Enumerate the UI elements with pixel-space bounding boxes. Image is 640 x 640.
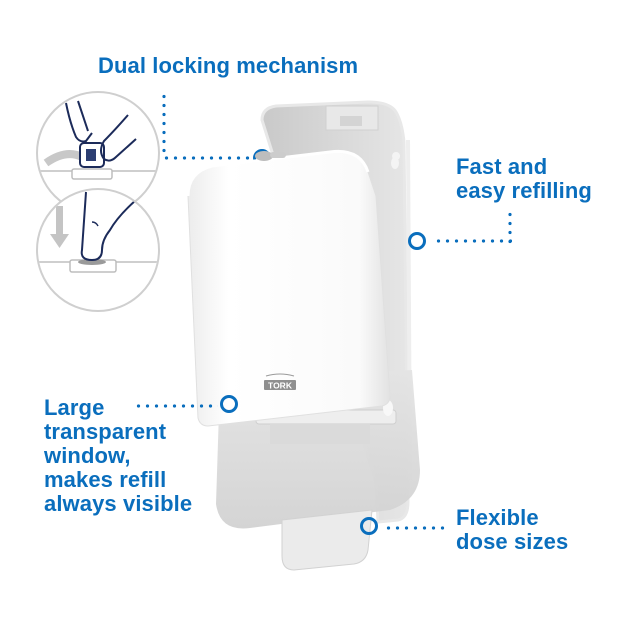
leader-line-transparent-window [134,404,218,408]
leader-line-flexible-dose [384,526,446,530]
callout-fast-refill: Fast and easy refilling [456,155,592,203]
callout-transparent-window-line1: Large [44,395,105,420]
callout-flexible-dose-line1: Flexible [456,505,539,530]
callout-transparent-window-line2: transparent [44,419,167,444]
callout-transparent-window-line4: makes refill [44,467,167,492]
callout-fast-refill-line2: easy refilling [456,178,592,203]
finger-press-icon [38,191,158,273]
brand-logo-text: TORK [268,381,293,391]
callout-fast-refill-line1: Fast and [456,154,548,179]
marker-ring-flexible-dose [360,517,378,535]
leader-line-dual-locking-horizontal [162,156,254,160]
marker-ring-transparent-window [220,395,238,413]
hand-twist-icon [38,100,158,180]
callout-flexible-dose-line2: dose sizes [456,529,569,554]
inset-press-down-step [36,188,160,312]
marker-ring-fast-refill [408,232,426,250]
callout-transparent-window-line5: always visible [44,491,193,516]
callout-transparent-window: Large transparent window, makes refill a… [44,396,192,516]
callout-transparent-window-line3: window, [44,443,131,468]
leader-line-dual-locking-vertical [162,92,166,158]
leader-line-fast-refill-horizontal [434,239,512,243]
callout-flexible-dose: Flexible dose sizes [456,506,568,554]
marker-ring-dual-locking [253,149,271,167]
leader-line-fast-refill-vertical [508,210,512,244]
callout-dual-locking: Dual locking mechanism [98,54,358,78]
callout-dual-locking-text: Dual locking mechanism [98,53,359,78]
